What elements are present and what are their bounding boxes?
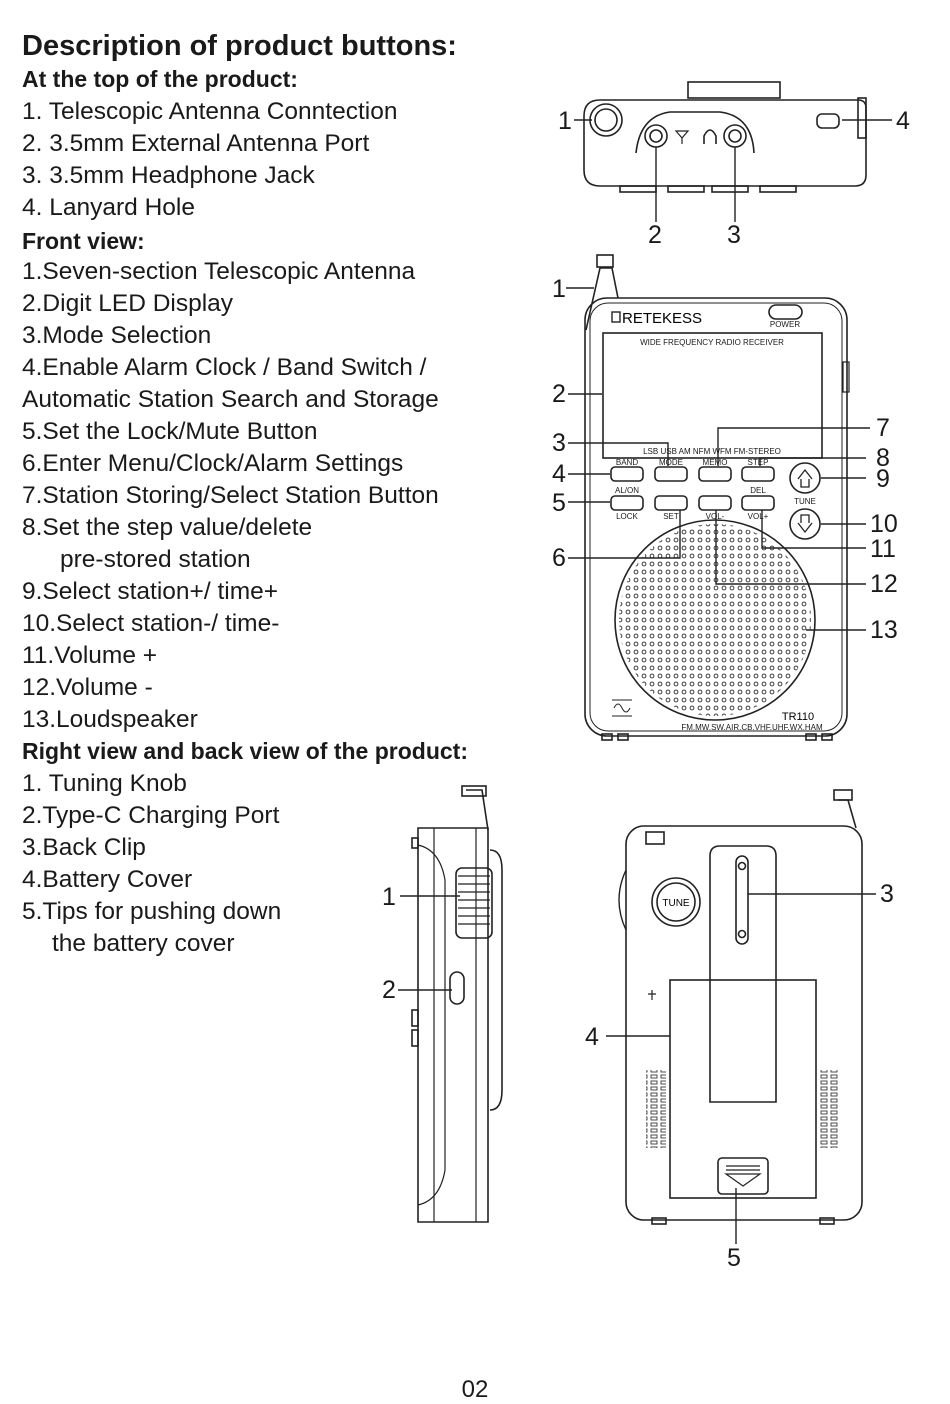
alon-button-label: AL/ON bbox=[615, 486, 639, 495]
page-number: 02 bbox=[461, 1376, 489, 1403]
callout-number: 3 bbox=[880, 880, 894, 908]
list-item: 8.Set the step value/delete bbox=[22, 514, 313, 541]
back-view-drawing bbox=[618, 789, 863, 1225]
list-item: 9.Select station+/ time+ bbox=[22, 578, 279, 605]
list-item: Automatic Station Search and Storage bbox=[22, 386, 439, 413]
callout-number: 13 bbox=[870, 616, 898, 644]
callout-number: 2 bbox=[552, 380, 566, 408]
callout-number: 3 bbox=[552, 429, 566, 457]
memo-button-label: MEMO bbox=[703, 458, 728, 467]
list-item: 6.Enter Menu/Clock/Alarm Settings bbox=[22, 450, 404, 477]
list-item: 4.Enable Alarm Clock / Band Switch / bbox=[22, 354, 427, 381]
model-label: TR110 bbox=[782, 711, 814, 723]
set-button-label: SET bbox=[663, 512, 679, 521]
brand-logo: RETEKESS bbox=[622, 310, 702, 327]
list-item: 7.Station Storing/Select Station Button bbox=[22, 482, 439, 509]
power-label: POWER bbox=[770, 320, 800, 329]
callout-number: 11 bbox=[870, 535, 896, 563]
vol-plus-button-label: VOL+ bbox=[748, 512, 769, 521]
list-item: 2.Digit LED Display bbox=[22, 290, 234, 317]
list-item: pre-stored station bbox=[60, 546, 251, 573]
callout-number: 7 bbox=[876, 414, 890, 442]
list-item: 10.Select station-/ time- bbox=[22, 610, 280, 637]
list-item: 5.Tips for pushing down bbox=[22, 898, 282, 925]
band-button-label: BAND bbox=[616, 458, 638, 467]
mode-button-label: MODE bbox=[659, 458, 683, 467]
list-item: 3.Back Clip bbox=[22, 834, 146, 861]
list-item: the battery cover bbox=[52, 930, 235, 957]
callout-number: 4 bbox=[585, 1023, 599, 1051]
del-button-label: DEL bbox=[750, 486, 766, 495]
list-item: 3. 3.5mm Headphone Jack bbox=[22, 162, 315, 189]
callout-number: 9 bbox=[876, 465, 890, 493]
section-heading-top: At the top of the product: bbox=[22, 66, 298, 92]
callout-number: 4 bbox=[552, 460, 566, 488]
side-view-drawing bbox=[411, 785, 503, 1223]
top-view-drawing bbox=[583, 81, 867, 193]
bands-label: FM.MW.SW.AIR.CB.VHF.UHF.WX.HAM bbox=[681, 723, 823, 732]
list-item: 2. 3.5mm External Antenna Port bbox=[22, 130, 370, 157]
list-item: 1. Tuning Knob bbox=[22, 770, 187, 797]
callout-number: 6 bbox=[552, 544, 566, 572]
callout-number: 4 bbox=[896, 107, 910, 135]
list-item: 4. Lanyard Hole bbox=[22, 194, 195, 221]
callout-number: 1 bbox=[382, 883, 396, 911]
callout-number: 10 bbox=[870, 510, 898, 538]
page-title: Description of product buttons: bbox=[22, 30, 457, 62]
callout-number: 5 bbox=[552, 489, 566, 517]
mode-strip: LSB USB AM NFM WFM FM-STEREO bbox=[643, 447, 781, 456]
callout-number: 3 bbox=[727, 221, 741, 249]
list-item: 2.Type-C Charging Port bbox=[22, 802, 280, 829]
display-caption: WIDE FREQUENCY RADIO RECEIVER bbox=[640, 338, 784, 347]
vol-minus-button-label: VOL- bbox=[706, 512, 725, 521]
callout-number: 12 bbox=[870, 570, 898, 598]
lock-button-label: LOCK bbox=[616, 512, 638, 521]
callout-leaders bbox=[398, 119, 892, 1244]
back-tune-label: TUNE bbox=[662, 898, 690, 909]
section-heading-front: Front view: bbox=[22, 228, 145, 254]
list-item: 1.Seven-section Telescopic Antenna bbox=[22, 258, 416, 285]
callout-number: 2 bbox=[382, 976, 396, 1004]
callout-number: 1 bbox=[552, 275, 566, 303]
list-item: 4.Battery Cover bbox=[22, 866, 193, 893]
callout-number: 2 bbox=[648, 221, 662, 249]
section-heading-right-back: Right view and back view of the product: bbox=[22, 738, 468, 764]
callout-number: 1 bbox=[558, 107, 572, 135]
callout-number: 5 bbox=[727, 1244, 741, 1272]
list-item: 1. Telescopic Antenna Conntection bbox=[22, 98, 398, 125]
callout-number: 8 bbox=[876, 444, 890, 472]
step-button-label: STEP bbox=[748, 458, 769, 467]
list-item: 13.Loudspeaker bbox=[22, 706, 198, 733]
tune-label: TUNE bbox=[794, 497, 816, 506]
front-view-drawing bbox=[584, 254, 850, 741]
list-item: 5.Set the Lock/Mute Button bbox=[22, 418, 318, 445]
list-item: 12.Volume - bbox=[22, 674, 153, 701]
list-item: 11.Volume + bbox=[22, 642, 158, 669]
list-item: 3.Mode Selection bbox=[22, 322, 212, 349]
